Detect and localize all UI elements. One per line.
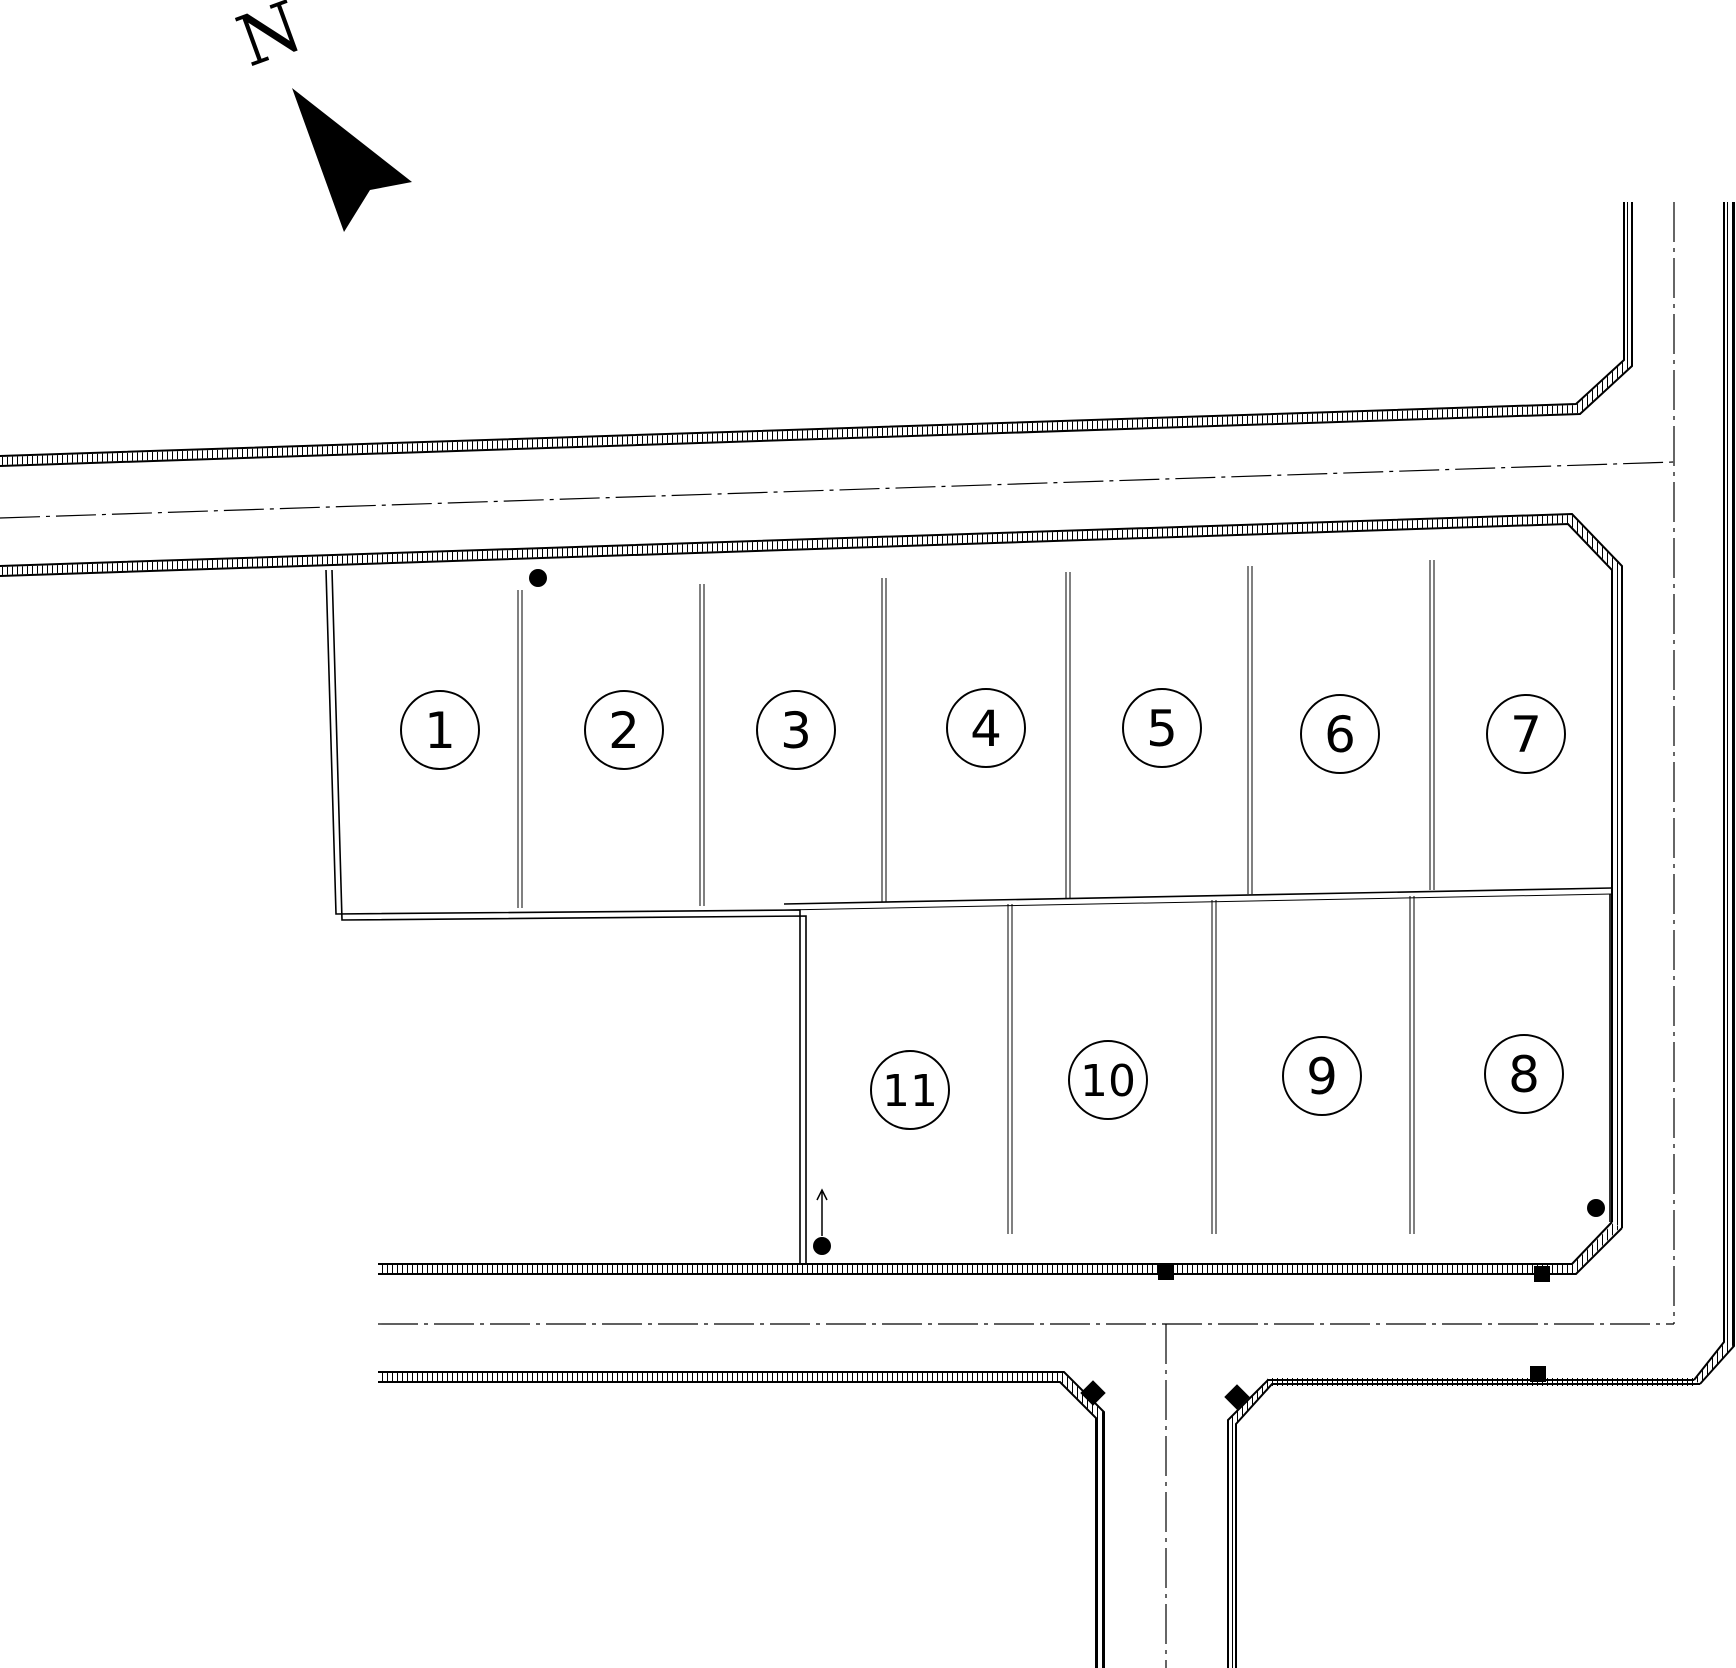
parcel-boundaries (325, 560, 1613, 1264)
lot-7[interactable]: 7 (1486, 694, 1566, 774)
lot-number: 2 (608, 702, 640, 760)
lot-number: 10 (1080, 1056, 1136, 1107)
row-division-line (783, 887, 1613, 905)
lot-number: 7 (1510, 706, 1542, 764)
curb-lower-south-east (1227, 1378, 1700, 1668)
north-arrow-icon (292, 88, 412, 232)
curb-upper-south (0, 512, 1623, 1228)
lot-number: 6 (1324, 706, 1356, 764)
lot-number: 8 (1508, 1046, 1540, 1104)
map-markers (529, 569, 1605, 1410)
drain-inlet-icon (1158, 1264, 1174, 1280)
lot-number: 3 (780, 702, 812, 760)
lot-number: 4 (970, 700, 1002, 758)
curb-upper-north (0, 202, 1633, 467)
lot-8[interactable]: 8 (1484, 1034, 1564, 1114)
lot-number: 5 (1146, 700, 1178, 758)
lot-1[interactable]: 1 (400, 690, 480, 770)
north-label: N (227, 0, 313, 83)
north-compass: N (227, 0, 412, 232)
lower-lot-dividers (1007, 896, 1415, 1234)
utility-pole-icon (529, 569, 547, 587)
development-boundary (325, 569, 801, 1264)
road-network (0, 202, 1735, 1668)
drain-inlet-icon (1534, 1266, 1550, 1282)
curb-lower-south-west (378, 1371, 1105, 1668)
lot-9[interactable]: 9 (1282, 1036, 1362, 1116)
lot-labels: 1 2 3 4 5 6 7 8 (400, 688, 1566, 1130)
lot-5[interactable]: 5 (1122, 688, 1202, 768)
utility-pole-icon (1587, 1199, 1605, 1217)
lot-6[interactable]: 6 (1300, 694, 1380, 774)
lot-number: 9 (1306, 1048, 1338, 1106)
lot-11[interactable]: 11 (870, 1050, 950, 1130)
lot-2[interactable]: 2 (584, 690, 664, 770)
drain-inlet-icon (1530, 1366, 1546, 1382)
lot-number: 1 (424, 702, 456, 760)
curb-east-outer (1693, 202, 1735, 1385)
lot-3[interactable]: 3 (756, 690, 836, 770)
lot-4[interactable]: 4 (946, 688, 1026, 768)
lot-10[interactable]: 10 (1068, 1040, 1148, 1120)
lot-number: 11 (882, 1066, 938, 1117)
upper-lot-dividers (517, 560, 1435, 908)
curb-lower-north (378, 1221, 1623, 1275)
centerline-upper-road (0, 461, 1675, 519)
utility-pole-with-guy-wire-icon (813, 1188, 831, 1255)
